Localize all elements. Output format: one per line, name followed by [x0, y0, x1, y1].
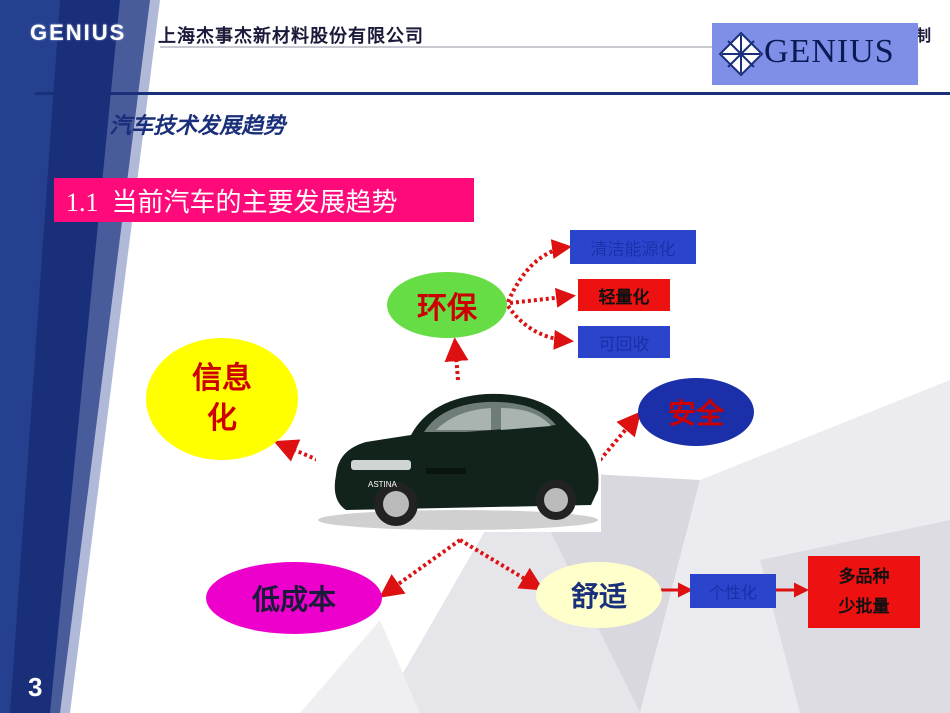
- genius-logo-text: GENIUS: [30, 20, 127, 45]
- node-xinxi: 信息化: [146, 338, 298, 460]
- arrow-to-qingliang: [509, 287, 576, 308]
- node-anquan-label: 安全: [667, 397, 724, 430]
- car-badge: ASTINA: [368, 480, 397, 489]
- node-dichengben-label: 低成本: [251, 583, 336, 616]
- node-huanbao-label: 环保: [417, 291, 477, 326]
- box-kehuishou: 可回收: [578, 326, 670, 358]
- box-gexinghua-label: 个性化: [708, 583, 757, 602]
- car-illustration: [316, 380, 601, 532]
- header: GENIUS 上海杰事杰新材料股份有限公司 制 GENIUS: [0, 0, 950, 95]
- genius-badge-text: GENIUS: [764, 33, 895, 70]
- section-title: 1、汽车技术发展趋势: [72, 114, 286, 139]
- node-xinxi-label: 信息化: [192, 361, 252, 436]
- box-duopinzhong: 多品种 少批量: [808, 556, 920, 628]
- arrow-to-huanbao: [444, 337, 469, 381]
- arrow-to-qingjie: [506, 239, 572, 303]
- bg-facet: [380, 470, 640, 713]
- node-shushi-label: 舒适: [570, 580, 627, 613]
- node-huanbao: 环保: [387, 272, 507, 338]
- subtitle-text: 1.1 当前汽车的主要发展趋势: [66, 187, 398, 217]
- arrow-to-kehuishou: [506, 304, 574, 350]
- company-name: 上海杰事杰新材料股份有限公司: [158, 26, 424, 47]
- arrow-to-xinxi: [273, 439, 319, 462]
- node-anquan: 安全: [638, 378, 754, 446]
- header-rule: [160, 46, 720, 48]
- header-edge-text: 制: [915, 26, 932, 45]
- node-dichengben: 低成本: [206, 562, 382, 634]
- box-gexinghua: 个性化: [690, 574, 776, 608]
- box-qingliang-label: 轻量化: [598, 287, 650, 308]
- box-kehuishou-label: 可回收: [598, 334, 650, 355]
- genius-badge: GENIUS: [712, 23, 918, 85]
- arrow-to-shushi: [458, 538, 545, 591]
- box-qingjie: 清洁能源化: [570, 230, 696, 264]
- header-divider: [35, 92, 950, 95]
- box-qingliang: 轻量化: [578, 279, 670, 311]
- page-number: 3: [28, 672, 43, 702]
- arrow-to-anquan: [598, 411, 642, 462]
- box-duopinzhong-line1: 多品种: [838, 567, 890, 587]
- subtitle-banner: 1.1 当前汽车的主要发展趋势: [54, 178, 474, 222]
- star-emblem-icon: [718, 31, 764, 77]
- node-shushi: 舒适: [536, 562, 662, 628]
- bg-facet: [300, 620, 420, 713]
- car-image: ASTINA: [316, 380, 601, 532]
- box-duopinzhong-line2: 少批量: [838, 597, 890, 617]
- box-qingjie-label: 清洁能源化: [590, 239, 676, 260]
- arrow-to-dichengben: [379, 538, 462, 598]
